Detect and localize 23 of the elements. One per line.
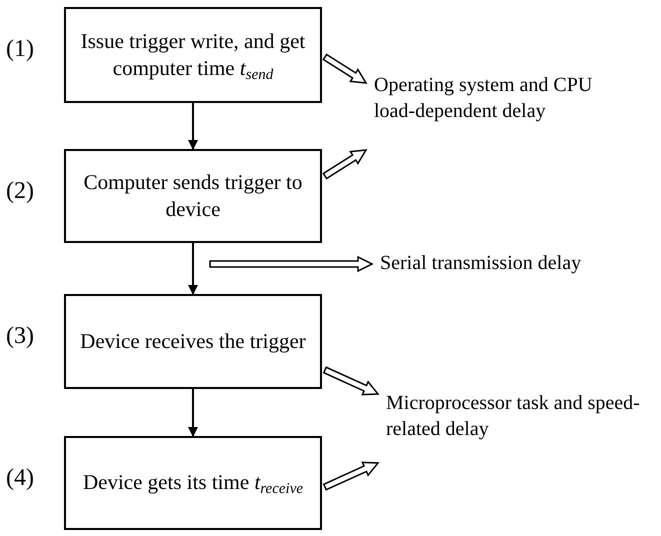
step-text: Computer sends trigger to device: [82, 168, 304, 223]
arrow: [188, 103, 198, 150]
hollow-arrow: [322, 366, 380, 396]
step-number: (4): [6, 466, 34, 490]
process-box: [64, 294, 322, 389]
hollow-arrow: [322, 149, 368, 180]
delay-text: Microprocessor task and speed-related delay: [386, 392, 640, 440]
delay-text: Serial transmission delay: [380, 252, 582, 274]
arrow: [188, 243, 198, 295]
hollow-arrow: [322, 53, 368, 84]
process-box: [64, 7, 322, 103]
arrow: [188, 389, 198, 437]
process-box: [64, 149, 322, 243]
step-text: Issue trigger write, and get computer time t$_{send}$: [80, 28, 306, 82]
hollow-arrow: [322, 462, 380, 491]
hollow-arrow: [209, 256, 374, 272]
step-text: Device receives the trigger: [80, 328, 306, 355]
step-number: (1): [6, 37, 34, 61]
step-number: (3): [6, 324, 34, 348]
step-number: (2): [6, 179, 34, 203]
delay-text: Operating system and CPU load-dependent delay: [374, 74, 592, 122]
process-box: [64, 436, 322, 530]
step-text: Device gets its time t$_{receive}$: [82, 469, 304, 497]
